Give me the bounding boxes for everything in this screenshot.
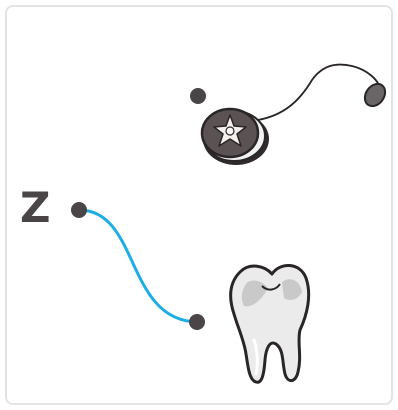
tooth-anchor-dot[interactable] xyxy=(189,314,205,330)
letter-label: Z xyxy=(20,183,50,233)
letter-anchor-dot[interactable] xyxy=(71,202,87,218)
tooth-icon xyxy=(231,265,309,382)
zipper-anchor-dot[interactable] xyxy=(190,88,206,104)
zipper-pull-icon xyxy=(202,65,389,165)
connector-line xyxy=(79,210,197,322)
